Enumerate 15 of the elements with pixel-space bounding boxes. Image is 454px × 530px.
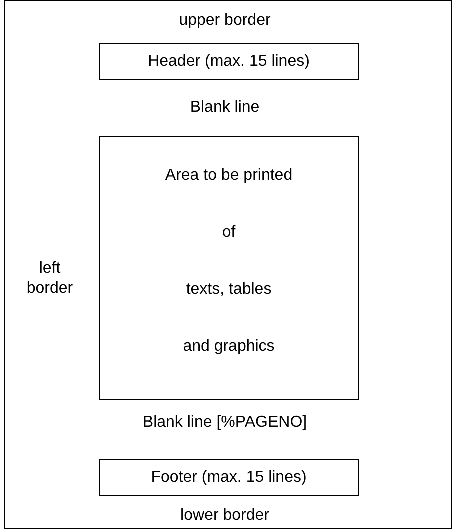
box-text: Footer (max. 15 lines) [151,468,307,488]
section-box [99,43,359,80]
section-box [99,459,359,496]
box-text: Header (max. 15 lines) [148,52,310,72]
print-area-box [99,136,359,400]
box-text: of [222,223,236,243]
area-label: Blank line [189,98,261,118]
area-label: upper border [178,11,272,31]
box-text: texts, tables [186,280,272,300]
box-text: Area to be printed [165,166,293,186]
area-label: lower border [180,506,270,526]
page-frame [4,0,452,529]
box-text: and graphics [183,337,275,357]
area-label: left border [26,259,74,299]
area-label: Blank line [%PAGENO] [142,413,308,433]
